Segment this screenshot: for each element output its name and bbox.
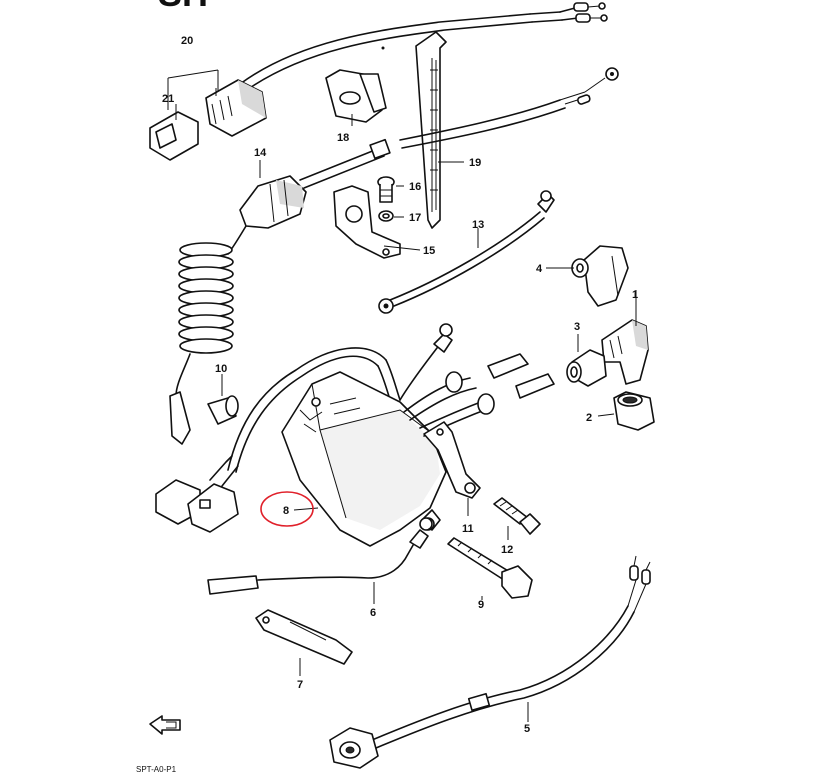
footer-text: SPT-A0-P1 [136, 765, 177, 773]
washer-17 [378, 210, 394, 222]
header-text: SIT [158, 0, 214, 14]
callout-7: 7 [297, 679, 303, 691]
plug-cap-4 [571, 245, 629, 307]
coiled-wire [169, 242, 234, 445]
bolt-9 [447, 537, 533, 599]
callout-2: 2 [586, 412, 592, 424]
callout-13: 13 [472, 219, 484, 231]
callout-14: 14 [254, 147, 267, 159]
bolt-12 [493, 497, 541, 535]
callout-1: 1 [632, 289, 638, 301]
callout-16: 16 [409, 181, 421, 193]
front-direction-arrow-icon [149, 715, 181, 735]
callout-19: 19 [469, 157, 481, 169]
callout-leaders [175, 88, 637, 722]
callout-4: 4 [536, 263, 543, 275]
bracket-11 [423, 421, 481, 499]
callout-21: 21 [162, 93, 174, 105]
cdi-harness [227, 323, 453, 473]
connector-21 [149, 111, 199, 161]
bracket-15 [333, 185, 401, 259]
stop-switch-5 [329, 555, 651, 769]
cable-tie-19 [415, 31, 447, 229]
ground-wire-13 [378, 190, 555, 314]
ignition-coil-14 [227, 175, 307, 255]
cap-2 [613, 391, 655, 431]
grommet-18 [325, 69, 387, 123]
callout-10: 10 [215, 363, 227, 375]
callout-3: 3 [574, 321, 580, 333]
callout-6: 6 [370, 607, 376, 619]
callout-11: 11 [462, 523, 474, 535]
cdi-unit-8 [281, 371, 447, 547]
plug-cap-1 [601, 319, 649, 385]
callout-20: 20 [181, 35, 193, 47]
callout-15: 15 [423, 245, 435, 257]
callout-17: 17 [409, 212, 421, 224]
upper-harness-right [299, 67, 619, 189]
screw-16 [377, 176, 395, 203]
wire-6 [207, 517, 433, 595]
callout-18: 18 [337, 132, 349, 144]
cap-3 [566, 349, 607, 387]
callout-12: 12 [501, 544, 513, 556]
top-wire-harness [239, 2, 608, 93]
connector-20 [205, 79, 267, 137]
callout-9: 9 [478, 599, 484, 611]
highlight-circle [260, 491, 314, 527]
coupler-left [155, 455, 239, 533]
collar-10 [207, 395, 239, 425]
bracket-7 [255, 609, 353, 665]
callout-8: 8 [283, 505, 289, 517]
callout-5: 5 [524, 723, 530, 735]
plug-wires [403, 353, 555, 437]
